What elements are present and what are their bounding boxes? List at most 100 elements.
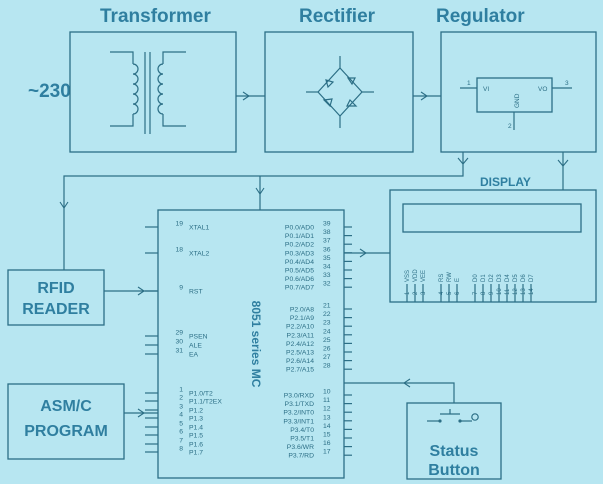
mcu-left-pin-number: 29 [175,330,183,337]
lcd-pin-number: 8 [481,291,487,295]
lcd-pin-name: D4 [505,274,511,282]
mcu-right-pin-name: P2.2/A10 [286,324,314,331]
mcu-left-pin-number: 8 [179,446,183,453]
mcu-right-pin-name: P0.1/AD1 [285,233,314,240]
mcu-left-pin-number: 4 [179,412,183,419]
arrow-power-mcu [255,187,265,195]
mcu-left-pin-name: P1.3 [189,416,203,423]
lcd-pin-name: VEE [421,270,427,282]
display-title: DISPLAY [480,175,531,189]
mcu-left-pin-name: P1.5 [189,433,203,440]
mcu-left-pin-number: 1 [179,387,183,394]
rectifier-title: Rectifier [299,6,376,27]
mcu-right-pin-number: 39 [323,221,331,228]
power-connections [59,91,569,270]
mcu-left-pin-name: P1.2 [189,408,203,415]
arrow-transformer-rectifier [242,91,250,101]
lcd-pin-name: D1 [481,274,487,282]
mcu-right-pin-number: 21 [323,303,331,310]
mcu-right-pin-number: 14 [323,423,331,430]
mcu-right-pin-name: P0.2/AD2 [285,242,314,249]
lcd-pin-name: D2 [489,274,495,282]
mcu-right-pin-number: 32 [323,281,331,288]
rfid-reader-block: RFID READER [7,269,105,326]
arrow-program-mcu [137,408,145,418]
arrow-regulator-out [457,157,469,165]
lcd-pin-number: 13 [521,288,527,295]
mcu-left-pin-name: PSEN [189,334,208,341]
mcu-left-pin-number: 7 [179,438,183,445]
lcd-pin-name: RW [447,272,453,282]
mcu-left-pin-name: XTAL2 [189,251,209,258]
mcu-left-pin-number: 30 [175,339,183,346]
lcd-pin-number: 2 [413,291,419,295]
regulator-pin3: 3 [565,80,569,87]
mcu-left-pin-number: 2 [179,395,183,402]
mcu-right-pin-name: P2.4/A12 [286,341,314,348]
transformer-title: Transformer [100,6,211,27]
mcu-right-pin-name: P2.5/A13 [286,350,314,357]
regulator-pin1: 1 [467,80,471,87]
regulator-title: Regulator [436,6,525,27]
mcu-right-pin-name: P3.6/WR [287,444,314,451]
lcd-pin-number: 14 [529,288,535,295]
transformer-symbol [110,51,186,134]
mcu-right-pin-number: 11 [323,397,330,404]
mcu-right-pin-name: P3.2/INT0 [283,410,314,417]
mcu-right-pin-name: P3.1/TXD [285,401,315,408]
program-line2: PROGRAM [24,423,108,440]
program-block: ASM/C PROGRAM [7,383,125,460]
mcu-right-pin-name: P2.6/A14 [286,358,314,365]
rectifier-box [264,31,414,153]
mcu-right-pin-name: P2.1/A9 [290,315,314,322]
rfid-line2: READER [22,301,90,318]
mcu-right-pin-number: 17 [323,449,331,456]
regulator-vo-label: VO [538,86,547,93]
mcu-right-pin-number: 23 [323,320,331,327]
mcu-right-pin-name: P0.4/AD4 [285,259,314,266]
mcu-right-pin-number: 36 [323,246,331,253]
lcd-pin-name: VSS [405,270,411,282]
lcd-pin-number: 1 [405,291,411,295]
mcu-box [157,209,345,479]
mcu-left-pin-name: ALE [189,343,202,350]
mcu-right-pin-name: P3.0/RXD [284,393,314,400]
lcd-pin-name: RS [439,274,445,282]
mcu-right-pin-number: 24 [323,328,331,335]
mcu-right-pin-number: 27 [323,354,331,361]
rectifier-block [264,31,414,153]
lcd-pin-number: 5 [447,291,453,295]
regulator-pin2: 2 [508,123,512,130]
lcd-pin-number: 6 [455,291,461,295]
display-block: DISPLAY VSS1VDD2VEE3RS4RW5E6D07D18D29D31… [389,175,597,303]
mcu-right-pin-name: P2.3/A11 [287,332,315,339]
mcu-left-pin-number: 31 [175,348,183,355]
arrow-power-rfid [59,201,69,209]
lcd-pin-name: VDD [413,269,419,282]
mcu-right-pin-number: 37 [323,238,331,245]
mcu-left-pins: 19XTAL118XTAL29RST29PSEN30ALE31EA1P1.0/T… [145,221,222,457]
mcu-left-pin-number: 6 [179,429,183,436]
lcd-pin-number: 3 [421,291,427,295]
status-line1: Status [430,443,479,460]
mcu-right-pin-name: P0.3/AD3 [285,250,314,257]
mcu-right-pin-number: 16 [323,440,331,447]
lcd-pin-number: 10 [497,288,503,295]
mcu-right-pin-number: 38 [323,229,331,236]
mcu-right-pin-name: P2.0/A8 [290,307,314,314]
transformer-block [69,31,237,153]
lcd-pin-number: 9 [489,291,495,295]
mcu-right-pin-number: 34 [323,264,331,271]
transformer-box [69,31,237,153]
mcu-left-pin-name: P1.6 [189,442,203,449]
arrow-power-display [557,159,569,167]
mcu-right-pin-number: 35 [323,255,331,262]
mcu-left-pin-name: P1.0/T2 [189,391,213,398]
lcd-pin-name: D0 [473,274,479,282]
mcu-right-pin-number: 12 [323,406,331,413]
mcu-right-pin-name: P3.4/T0 [290,427,314,434]
mcu-left-pin-name: RST [189,289,203,296]
mcu-right-pin-number: 22 [323,311,331,318]
mcu-left-pin-name: P1.4 [189,425,203,432]
